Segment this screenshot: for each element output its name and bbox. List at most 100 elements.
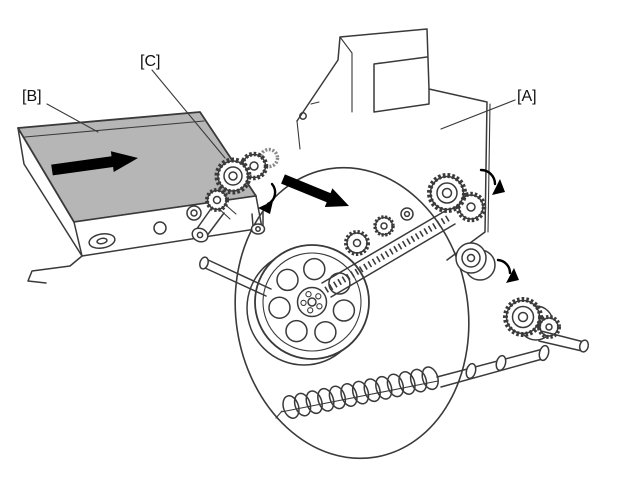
- shaft-collar: [465, 362, 477, 380]
- hub-bolt: [307, 307, 314, 314]
- output-shaft-lines: [538, 330, 585, 352]
- gear-body: [429, 175, 465, 211]
- shaft-collar: [538, 344, 550, 362]
- pinion-teeth: [537, 315, 561, 339]
- belt-direction-arrow: [51, 151, 139, 176]
- belt-surface-edge: [24, 120, 205, 138]
- bracket-frame: [296, 28, 491, 261]
- hub-center: [307, 297, 317, 307]
- coil-loop: [372, 373, 396, 402]
- coil-loop: [395, 368, 419, 398]
- gear-teeth: [427, 173, 467, 213]
- belt-roller: [88, 232, 116, 250]
- shaft-collar: [495, 354, 507, 372]
- stub-shaft-end: [191, 227, 209, 243]
- disc-hole: [314, 320, 337, 344]
- stub-shaft-hub: [196, 231, 204, 239]
- coil-loop: [314, 385, 338, 414]
- disc-hole: [276, 268, 299, 292]
- idler-pulley: [455, 242, 496, 281]
- belt-left-edge: [17, 127, 83, 257]
- gear-hub: [249, 161, 259, 171]
- label-a-leader: [440, 99, 516, 130]
- belt-roller-hub: [96, 237, 108, 245]
- coil-loop: [337, 380, 361, 410]
- label-a: [A]: [440, 88, 537, 130]
- stud-lines: [251, 211, 264, 227]
- coil-loop: [407, 366, 431, 395]
- hub-bolt: [305, 291, 312, 298]
- label-c-text: [C]: [140, 53, 160, 70]
- coil-loop: [349, 378, 373, 407]
- coil-loop: [279, 392, 303, 422]
- pulley-ring: [511, 305, 535, 329]
- belt-washer: [400, 207, 414, 221]
- gear-teeth: [239, 151, 269, 181]
- stud-end: [250, 223, 266, 235]
- belt-loop-ellipse: [234, 166, 470, 460]
- belt-gear-boss-hub: [190, 209, 198, 217]
- lower-shaft: [436, 344, 550, 388]
- disc-hole: [328, 272, 351, 295]
- belt-rail-upper: [321, 210, 446, 284]
- rotation-arrow-c: [258, 182, 277, 214]
- gear-hub: [212, 195, 222, 205]
- frame-outline: [296, 28, 488, 261]
- lower-shaft-lines: [436, 348, 547, 388]
- label-a-text: [A]: [517, 88, 537, 105]
- frame-fold-line: [339, 36, 353, 113]
- label-b-text: [B]: [22, 88, 42, 105]
- belt-bottom-bracket: [27, 255, 83, 284]
- belt-sprocket-1: [344, 230, 370, 256]
- pulley-hub: [517, 311, 529, 323]
- belt-roller-small: [153, 221, 167, 235]
- rotation-arrow-right-mid: [496, 258, 519, 283]
- gear-cluster-right: [427, 173, 487, 223]
- label-b-leader: [46, 103, 99, 133]
- stub-shaft-lines: [195, 205, 225, 238]
- frame-left-edge: [296, 120, 301, 150]
- gear-cluster-c: [191, 147, 280, 243]
- gear-inner-ring: [223, 166, 243, 186]
- disc-hole: [268, 296, 291, 319]
- drive-shaft-front: [199, 256, 272, 297]
- label-c-leader: [151, 69, 226, 159]
- disc-hole: [332, 299, 356, 322]
- hub-bolt: [316, 303, 323, 310]
- front-shaft-end: [199, 256, 209, 270]
- frame-hole: [299, 112, 307, 120]
- timing-belt: [321, 210, 456, 298]
- coil-loop: [418, 364, 442, 393]
- output-shaft-end: [578, 339, 590, 353]
- sprocket-body: [374, 216, 394, 236]
- frame-right-edge: [487, 103, 491, 233]
- drive-pulley-disc: [246, 244, 370, 366]
- sprocket-teeth: [344, 230, 370, 256]
- frame-slot: [310, 101, 320, 105]
- washer-hub: [403, 210, 411, 218]
- gear-teeth: [205, 188, 229, 212]
- front-shaft-lines: [204, 258, 272, 297]
- gear-hub: [441, 187, 453, 199]
- label-c: [C]: [140, 53, 226, 159]
- hub-bolt: [300, 299, 307, 307]
- pulley-hub: [466, 253, 476, 263]
- sprocket-hub: [352, 238, 362, 248]
- disc-hole: [285, 319, 308, 343]
- coil-loop: [325, 383, 349, 412]
- output-shaft: [538, 330, 590, 353]
- belt-sprocket-2: [373, 215, 395, 237]
- label-b: [B]: [22, 88, 99, 133]
- gear-hub: [466, 202, 476, 212]
- belt-gear-boss: [186, 205, 202, 221]
- hub-bolt: [315, 293, 322, 300]
- coil-loop: [302, 388, 326, 417]
- coil-loop: [291, 390, 315, 419]
- timing-pulley-lower: [503, 297, 561, 341]
- gear-inner-ring: [436, 182, 458, 204]
- washer-body: [400, 207, 414, 221]
- disc-hole: [303, 257, 326, 281]
- stud-hub: [255, 226, 261, 232]
- gear-hub: [228, 171, 238, 181]
